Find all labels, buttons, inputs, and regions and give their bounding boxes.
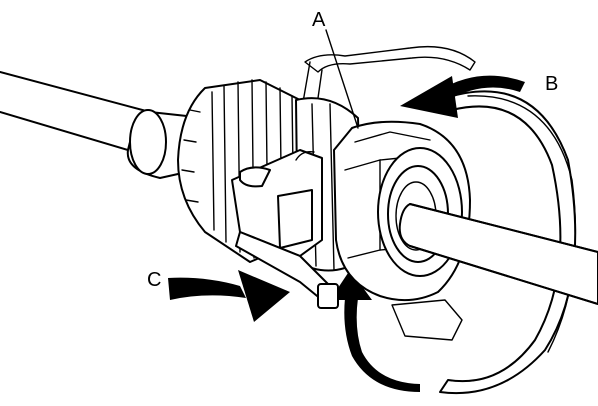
curved-arrow-icon xyxy=(440,75,525,100)
lower-rotation-arrow xyxy=(330,270,420,392)
label-a: A xyxy=(312,9,326,31)
leader-line-a xyxy=(325,29,359,129)
arrow-c xyxy=(168,270,290,322)
front-coupler xyxy=(333,120,471,302)
arrow-b xyxy=(400,75,525,118)
straight-arrow-icon xyxy=(168,277,246,300)
retaining-clip xyxy=(231,149,339,309)
rotation-ring-arrow xyxy=(439,90,577,395)
label-b: B xyxy=(545,73,558,95)
hose xyxy=(0,71,151,151)
label-c: C xyxy=(147,269,161,291)
front-pipe xyxy=(398,203,598,305)
